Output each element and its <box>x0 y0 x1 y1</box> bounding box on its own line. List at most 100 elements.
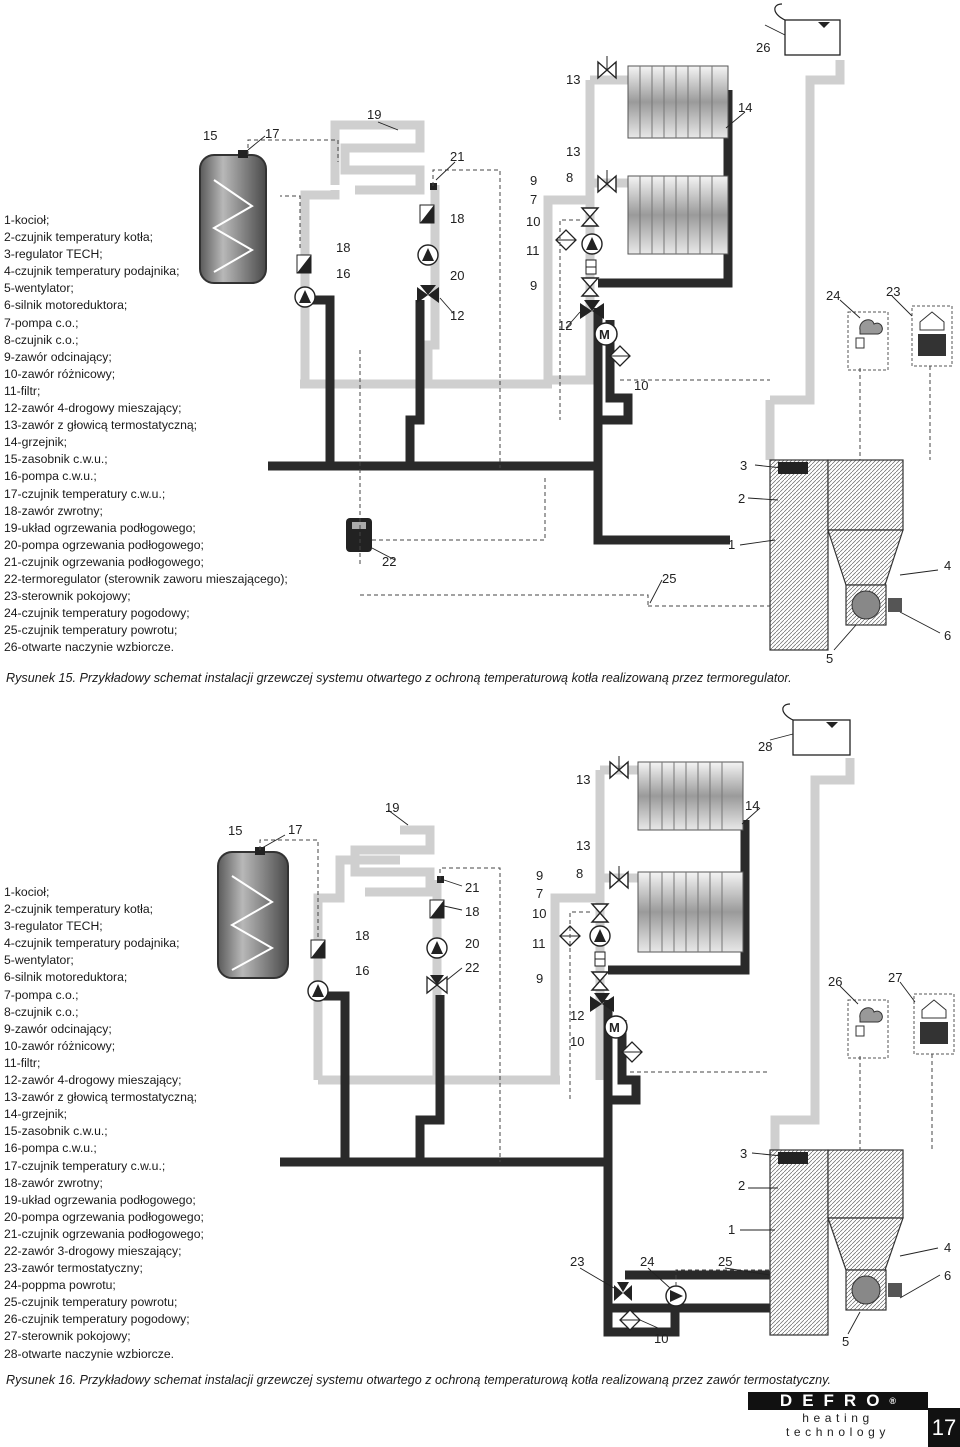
legend-item: 19-układ ogrzewania podłogowego; <box>4 520 196 535</box>
legend-item: 5-wentylator; <box>4 281 74 296</box>
svg-text:17: 17 <box>288 822 302 837</box>
svg-text:25: 25 <box>718 1254 732 1269</box>
svg-text:14: 14 <box>745 798 759 813</box>
svg-text:4: 4 <box>944 558 951 573</box>
pump-icon <box>665 1285 687 1307</box>
legend-item: 9-zawór odcinający; <box>4 1021 112 1036</box>
page-number: 17 <box>928 1408 960 1447</box>
svg-text:2: 2 <box>738 491 745 506</box>
svg-text:15: 15 <box>228 823 242 838</box>
legend-item: 20-pompa ogrzewania podłogowego; <box>4 537 204 552</box>
svg-text:10: 10 <box>654 1331 668 1346</box>
expansion-vessel <box>782 703 851 756</box>
differential-valve-icon <box>555 229 577 251</box>
motor-icon <box>594 322 618 346</box>
legend-item: 27-sterownik pokojowy; <box>4 1329 131 1344</box>
legend-item: 16-pompa c.w.u.; <box>4 1141 97 1156</box>
svg-text:22: 22 <box>382 554 396 569</box>
diagram-labels: 15 17 19 21 18 18 16 20 12 13 13 9 7 8 1… <box>203 40 951 666</box>
legend-item: 23-zawór termostatyczny; <box>4 1261 143 1276</box>
svg-text:18: 18 <box>336 240 350 255</box>
svg-text:18: 18 <box>465 904 479 919</box>
check-valve-icon <box>429 899 445 919</box>
expansion-vessel <box>774 3 841 56</box>
svg-text:24: 24 <box>640 1254 654 1269</box>
legend-item: 22-termoregulator (sterownik zaworu mies… <box>4 571 288 586</box>
svg-text:5: 5 <box>826 651 833 666</box>
legend-item: 8-czujnik c.o.; <box>4 332 79 347</box>
figure2-legend: 1-kocioł;2-czujnik temperatury kotła;3-r… <box>4 884 204 1363</box>
svg-text:18: 18 <box>355 928 369 943</box>
legend-item: 6-silnik motoreduktora; <box>4 970 128 985</box>
legend-item: 9-zawór odcinający; <box>4 349 112 364</box>
svg-text:6: 6 <box>944 628 951 643</box>
legend-item: 24-czujnik temperatury pogodowy; <box>4 606 190 621</box>
legend-item: 14-grzejnik; <box>4 435 67 450</box>
svg-text:20: 20 <box>450 268 464 283</box>
svg-text:11: 11 <box>526 243 540 258</box>
svg-text:19: 19 <box>367 107 381 122</box>
svg-text:10: 10 <box>570 1034 584 1049</box>
svg-text:24: 24 <box>826 288 840 303</box>
room-controller-icon <box>913 993 955 1055</box>
svg-text:26: 26 <box>828 974 842 989</box>
legend-item: 4-czujnik temperatury podajnika; <box>4 264 180 279</box>
brand-registered: ® <box>889 1396 897 1406</box>
svg-text:27: 27 <box>888 970 902 985</box>
legend-item: 26-otwarte naczynie wzbiorcze. <box>4 640 175 655</box>
legend-item: 16-pompa c.w.u.; <box>4 469 97 484</box>
svg-text:13: 13 <box>576 772 590 787</box>
legend-item: 17-czujnik temperatury c.w.u.; <box>4 1158 166 1173</box>
svg-text:9: 9 <box>530 173 537 188</box>
pump-icon <box>589 925 611 947</box>
dhw-tank <box>217 847 289 979</box>
shutoff-valve-icon <box>580 207 600 227</box>
legend-item: 8-czujnik c.o.; <box>4 1004 79 1019</box>
svg-text:28: 28 <box>758 739 772 754</box>
svg-text:7: 7 <box>530 192 537 207</box>
legend-item: 5-wentylator; <box>4 953 74 968</box>
check-valve-icon <box>296 254 312 274</box>
svg-text:25: 25 <box>662 571 676 586</box>
legend-item: 3-regulator TECH; <box>4 919 103 934</box>
boiler <box>769 1149 904 1336</box>
legend-item: 20-pompa ogrzewania podłogowego; <box>4 1209 204 1224</box>
legend-item: 4-czujnik temperatury podajnika; <box>4 936 180 951</box>
svg-text:13: 13 <box>566 144 580 159</box>
svg-text:6: 6 <box>944 1268 951 1283</box>
legend-item: 22-zawór 3-drogowy mieszający; <box>4 1243 182 1258</box>
legend-item: 11-filtr; <box>4 1055 41 1070</box>
svg-text:21: 21 <box>450 149 464 164</box>
svg-text:14: 14 <box>738 100 752 115</box>
svg-text:8: 8 <box>576 866 583 881</box>
legend-item: 15-zasobnik c.w.u.; <box>4 1124 108 1139</box>
thermoregulator-device <box>346 518 372 552</box>
motor-label: M <box>599 327 610 342</box>
svg-text:11: 11 <box>532 936 546 951</box>
defro-logo: DEFRO® heating technology <box>748 1392 928 1439</box>
svg-text:23: 23 <box>886 284 900 299</box>
legend-item: 25-czujnik temperatury powrotu; <box>4 1295 178 1310</box>
legend-item: 2-czujnik temperatury kotła; <box>4 902 154 917</box>
legend-item: 21-czujnik ogrzewania podłogowego; <box>4 554 204 569</box>
brand-name: DEFRO <box>779 1391 890 1410</box>
radiator-upper <box>637 761 744 831</box>
svg-text:13: 13 <box>566 72 580 87</box>
thermostatic-valve-icon <box>597 170 617 194</box>
radiator-lower <box>637 871 744 953</box>
figure1-diagram: M <box>199 3 953 666</box>
thermostatic-valve-icon <box>609 756 629 780</box>
legend-item: 10-zawór różnicowy; <box>4 1038 116 1053</box>
svg-text:21: 21 <box>465 880 479 895</box>
floor-sensor-icon <box>430 183 437 190</box>
check-valve-icon <box>419 204 435 224</box>
shutoff-valve-icon <box>590 903 610 923</box>
svg-text:23: 23 <box>570 1254 584 1269</box>
legend-item: 7-pompa c.o.; <box>4 315 79 330</box>
thermostatic-valve-icon <box>614 1282 632 1301</box>
svg-text:15: 15 <box>203 128 217 143</box>
svg-text:1: 1 <box>728 537 735 552</box>
legend-item: 7-pompa c.o.; <box>4 987 79 1002</box>
leader-lines <box>261 733 941 1335</box>
radiator-upper <box>627 65 729 139</box>
